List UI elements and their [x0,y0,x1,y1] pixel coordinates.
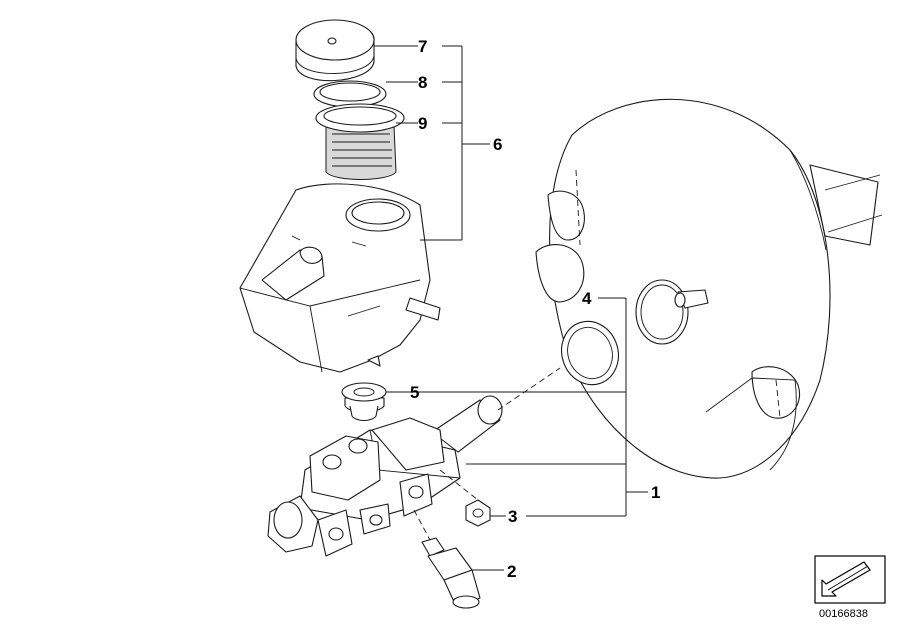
gasket-ring-booster [561,320,619,386]
leader-lines [374,45,648,571]
reservoir-cap [295,19,375,82]
callout-5: 5 [410,383,419,402]
hex-nut [465,499,491,527]
pressure-sensor [421,537,481,609]
gasket-ring [313,80,387,108]
callout-9: 9 [418,114,427,133]
callout-7: 7 [418,37,427,56]
callout-3: 3 [508,507,517,526]
expansion-tank [239,183,441,373]
strainer-filter [315,103,405,180]
arrow-logo-icon [814,555,886,604]
document-id: 00166838 [819,608,868,620]
callout-8: 8 [418,73,427,92]
callout-4: 4 [582,289,592,308]
callout-1: 1 [651,483,660,502]
grommet [341,382,387,422]
callout-2: 2 [507,562,516,581]
brake-booster [535,98,883,479]
callout-6: 6 [493,135,502,154]
master-cylinder [267,395,503,557]
